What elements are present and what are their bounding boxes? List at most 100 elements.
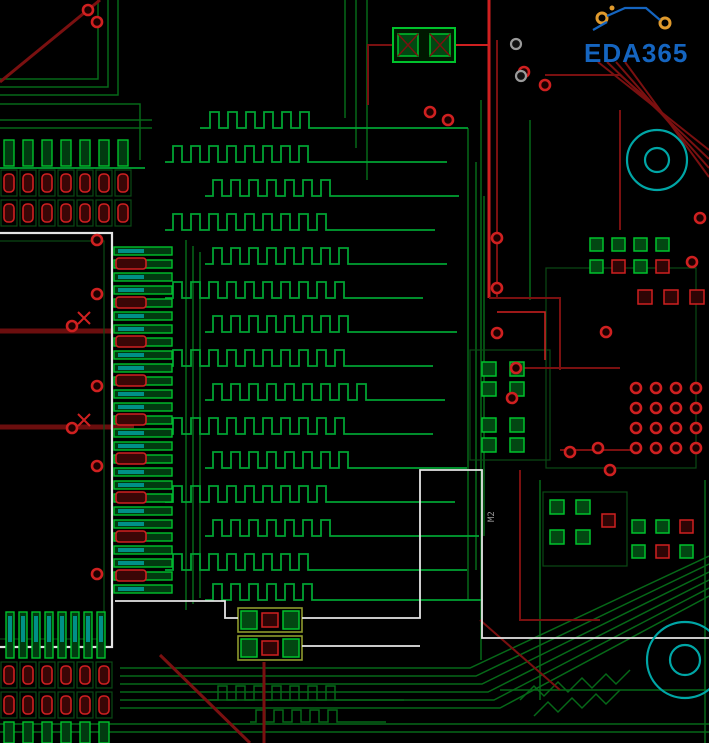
trace — [120, 571, 709, 685]
trace — [519, 669, 631, 701]
logo-trace-icon — [606, 6, 661, 21]
pad-outline — [114, 169, 132, 197]
pad-core — [118, 392, 144, 396]
footprint-body — [237, 607, 303, 633]
via — [591, 441, 605, 455]
red-trace — [367, 44, 398, 105]
connector-pad — [22, 173, 34, 193]
smd-pad — [575, 499, 591, 515]
trace — [533, 689, 621, 717]
trace — [0, 0, 119, 96]
connector-bar — [3, 139, 15, 167]
connector-pad — [117, 203, 129, 223]
pad-core — [118, 353, 144, 357]
pad-core — [118, 483, 144, 487]
connector-pad — [22, 203, 34, 223]
pad-outline — [38, 661, 56, 689]
smd-pad — [549, 499, 565, 515]
bottom-left-connector — [0, 661, 113, 743]
via — [538, 78, 552, 92]
connector-pad — [60, 173, 72, 193]
smd-pad — [589, 237, 604, 252]
pad-core — [118, 249, 144, 253]
connector-pad — [3, 173, 15, 193]
connector-bar — [98, 721, 110, 743]
smd-pad — [679, 519, 694, 534]
logo-trace-icon — [592, 21, 608, 31]
smd-pad — [589, 259, 604, 274]
pad-outline — [95, 691, 113, 719]
smd-pad — [679, 544, 694, 559]
connector-pad — [22, 665, 34, 685]
via — [603, 463, 617, 477]
connector-pad — [41, 173, 53, 193]
smd-pad — [481, 381, 497, 397]
via — [649, 441, 663, 455]
white-trace — [115, 600, 238, 619]
pad-core — [118, 561, 144, 565]
smd-pad — [631, 544, 646, 559]
mounting-hole-top — [625, 128, 689, 192]
via — [90, 567, 104, 581]
via — [563, 445, 577, 459]
footprint-body — [237, 635, 303, 661]
pad-core — [73, 616, 77, 642]
ic-bottom-pins — [5, 611, 106, 659]
connector-row-1 — [0, 661, 113, 689]
pad-core — [8, 616, 12, 642]
left-ic-footprint — [0, 231, 173, 659]
via — [65, 421, 79, 435]
trace — [0, 103, 141, 160]
connector-bar — [41, 721, 53, 743]
serpentine-trace — [205, 451, 467, 469]
via — [669, 381, 683, 395]
via — [693, 211, 707, 225]
connector-pad — [22, 695, 34, 715]
connector-bar — [60, 139, 72, 167]
pad-outline — [57, 199, 75, 227]
top-resistor-footprint — [367, 27, 489, 105]
smd-pad — [633, 259, 648, 274]
via — [490, 281, 504, 295]
footprint-outline — [469, 349, 551, 461]
hole-inner-ring — [668, 643, 702, 677]
connector-pad — [60, 665, 72, 685]
red-trace — [158, 653, 252, 743]
serpentine-traces — [165, 111, 481, 723]
smd-pad — [655, 237, 670, 252]
serpentine-trace — [210, 685, 404, 701]
pad-outline — [57, 169, 75, 197]
via — [90, 233, 104, 247]
red-trace — [497, 311, 546, 360]
serpentine-trace — [205, 519, 479, 537]
smd-pad — [261, 640, 279, 656]
via — [423, 105, 437, 119]
trace — [120, 555, 709, 669]
top-left-connector — [0, 139, 145, 227]
vias — [65, 3, 707, 581]
pad-core — [21, 616, 25, 642]
connector-pad — [117, 173, 129, 193]
pad-core — [118, 587, 144, 591]
via — [685, 255, 699, 269]
pad-outline — [19, 169, 37, 197]
pad-core — [118, 405, 144, 409]
via — [505, 391, 519, 405]
connector-pad — [41, 203, 53, 223]
ic-inner-outline — [0, 240, 105, 640]
eda365-logo: EDA365 — [584, 5, 687, 68]
smd-pad — [655, 519, 670, 534]
connector-bar — [3, 721, 15, 743]
pad-outline — [76, 691, 94, 719]
serpentine-trace — [200, 111, 468, 129]
pad-core — [118, 470, 144, 474]
logo-pad-icon — [595, 11, 609, 25]
pad-core — [118, 314, 144, 318]
hole-inner-ring — [643, 146, 671, 174]
serpentine-trace — [205, 247, 447, 265]
smd-pad — [631, 519, 646, 534]
via — [629, 441, 643, 455]
pad-core — [118, 327, 144, 331]
pad-outline — [76, 169, 94, 197]
